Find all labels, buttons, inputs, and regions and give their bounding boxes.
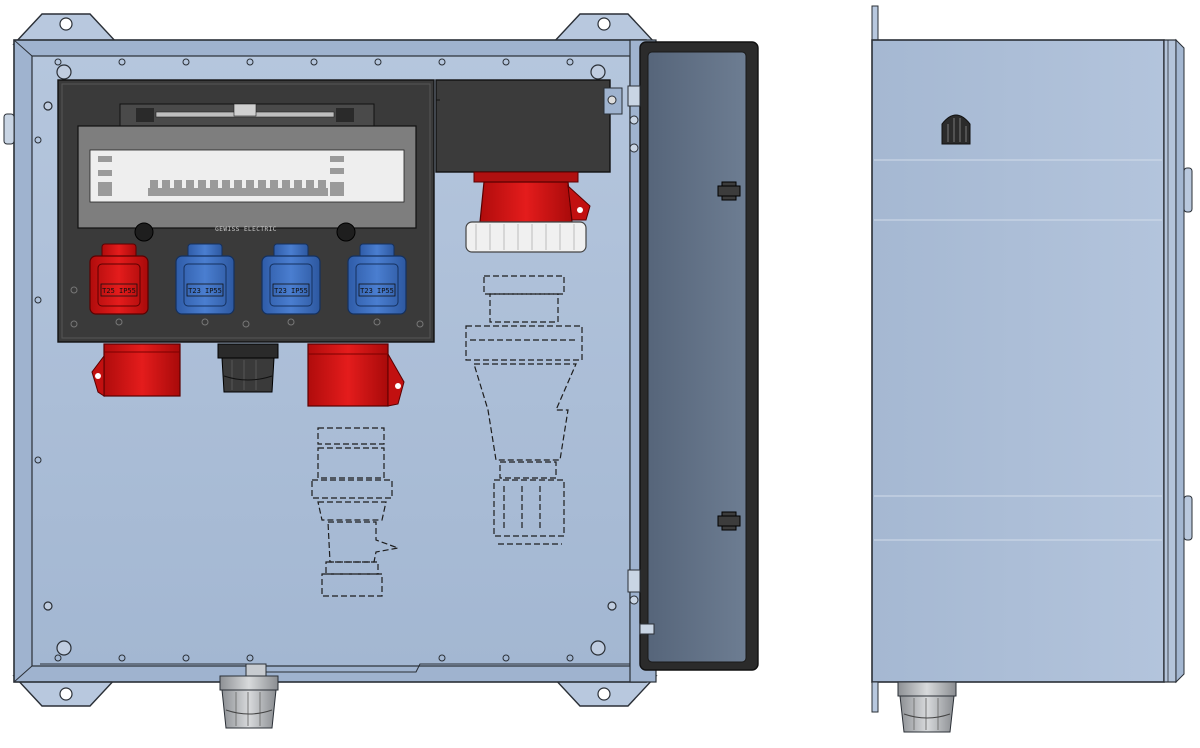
- socket-label: T23 IP55: [274, 287, 308, 295]
- junction-box: [435, 79, 623, 173]
- cee-plug-mounted: [465, 171, 591, 253]
- cable-gland-black: [217, 343, 279, 393]
- mounting-bracket-top-right: [550, 13, 658, 45]
- corner-screws: [43, 64, 617, 656]
- plug-hidden-lines-right: [465, 275, 583, 545]
- side-latch: [3, 113, 15, 145]
- socket-label: T23 IP55: [360, 287, 394, 295]
- hinge-spring: [233, 103, 257, 117]
- breaker-panel-text: GEWISS ELECTRIC: [215, 226, 277, 233]
- socket-3: T23 IP55: [261, 243, 321, 326]
- door-side-edge: [1163, 39, 1177, 683]
- cover-screw-right: [336, 222, 356, 242]
- cable-gland-front: [219, 663, 279, 729]
- side-vent: [941, 114, 971, 145]
- socket-2: T23 IP55: [175, 243, 235, 326]
- plug-hidden-lines-center: [311, 427, 401, 597]
- cover-screw-left: [134, 222, 154, 242]
- cable-gland-side: [897, 681, 957, 733]
- enclosure-side-body: [871, 39, 1165, 683]
- breaker-modules: [98, 156, 344, 196]
- cee-inlet-left: [91, 343, 181, 397]
- side-hinge-bottom: [1183, 495, 1193, 541]
- socket-label: T25 IP55: [102, 287, 136, 295]
- cee-inlet-right: [307, 343, 405, 407]
- socket-1: T25 IP55: [89, 243, 149, 326]
- side-hinge-top: [1183, 167, 1193, 213]
- socket-label: T23 IP55: [188, 287, 222, 295]
- socket-4: T23 IP55: [347, 243, 407, 326]
- side-view: [871, 5, 1193, 733]
- front-view: GEWISS ELECTRIC T25 IP55 T23 IP55 T23 IP55…: [3, 13, 759, 729]
- door-bolts: [717, 181, 741, 531]
- door-open: [627, 39, 759, 683]
- sockets: T25 IP55 T23 IP55 T23 IP55 T23 IP55: [89, 243, 407, 326]
- frame-rivets: [34, 58, 574, 662]
